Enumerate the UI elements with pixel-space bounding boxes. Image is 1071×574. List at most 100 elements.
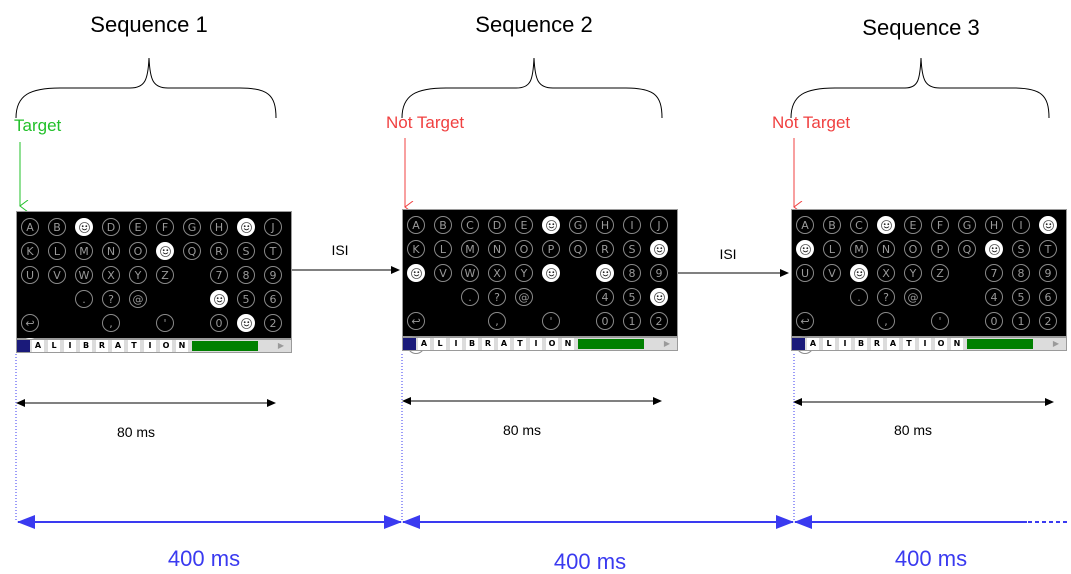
status-letter: I bbox=[64, 340, 76, 352]
speller-cell: P bbox=[931, 240, 949, 258]
speller-cell: A bbox=[21, 218, 39, 236]
status-letter: B bbox=[855, 338, 867, 350]
speller-cell: Y bbox=[904, 264, 922, 282]
speller-cell: J bbox=[650, 216, 668, 234]
speller-cell: ? bbox=[877, 288, 895, 306]
not-target-label-2: Not Target bbox=[386, 113, 464, 132]
status-letter: A bbox=[32, 340, 44, 352]
smiley-face-icon bbox=[650, 240, 668, 258]
speller-cell: H bbox=[210, 218, 228, 236]
speller-cell: 2 bbox=[650, 312, 668, 330]
speller-cell: O bbox=[515, 240, 533, 258]
status-letter: A bbox=[112, 340, 124, 352]
speller-cell: R bbox=[210, 242, 228, 260]
play-icon: ▶ bbox=[1052, 339, 1060, 348]
status-square bbox=[792, 338, 805, 350]
status-letter: R bbox=[871, 338, 883, 350]
status-letter: I bbox=[144, 340, 156, 352]
total-duration-2: 400 ms bbox=[554, 549, 626, 574]
speller-cell: . bbox=[461, 288, 479, 306]
smiley-face-icon bbox=[75, 218, 93, 236]
speller-cell: S bbox=[623, 240, 641, 258]
speller-cell: 8 bbox=[237, 266, 255, 284]
speller-cell: L bbox=[48, 242, 66, 260]
speller-cell: O bbox=[904, 240, 922, 258]
speller-cell: B bbox=[823, 216, 841, 234]
speller-cell: . bbox=[75, 290, 93, 308]
speller-cell: 0 bbox=[210, 314, 228, 332]
speller-cell: A bbox=[796, 216, 814, 234]
sequence-3-bracket bbox=[790, 57, 1050, 119]
speller-cell: 0 bbox=[596, 312, 614, 330]
speller-cell: F bbox=[156, 218, 174, 236]
sequence-2-bracket bbox=[401, 57, 663, 119]
status-letter: O bbox=[546, 338, 558, 350]
speller-cell: E bbox=[515, 216, 533, 234]
speller-cell: V bbox=[48, 266, 66, 284]
speller-cell: U bbox=[796, 264, 814, 282]
status-letter: N bbox=[176, 340, 188, 352]
speller-cell: 5 bbox=[237, 290, 255, 308]
status-letter: I bbox=[919, 338, 931, 350]
speller-cell: T bbox=[1039, 240, 1057, 258]
speller-cell: ' bbox=[931, 312, 949, 330]
smiley-face-icon bbox=[1039, 216, 1057, 234]
speller-cell: 1 bbox=[1012, 312, 1030, 330]
speller-cell: R bbox=[596, 240, 614, 258]
smiley-face-icon bbox=[596, 264, 614, 282]
speller-cell: 6 bbox=[264, 290, 282, 308]
speller-cell: C bbox=[461, 216, 479, 234]
speller-cell: G bbox=[569, 216, 587, 234]
speller-cell: W bbox=[75, 266, 93, 284]
smiley-face-icon bbox=[237, 314, 255, 332]
speller-cell: N bbox=[488, 240, 506, 258]
speller-cell: M bbox=[461, 240, 479, 258]
speller-cell: 2 bbox=[1039, 312, 1057, 330]
speller-cell: U bbox=[21, 266, 39, 284]
speller-cell: K bbox=[21, 242, 39, 260]
speller-cell: ↩ bbox=[407, 312, 425, 330]
speller-cell: 0 bbox=[985, 312, 1003, 330]
status-letter: R bbox=[96, 340, 108, 352]
speller-cell: Z bbox=[156, 266, 174, 284]
smiley-face-icon bbox=[850, 264, 868, 282]
status-letter: T bbox=[514, 338, 526, 350]
status-letter: I bbox=[530, 338, 542, 350]
status-letter: O bbox=[935, 338, 947, 350]
speller-cell: ↩ bbox=[796, 312, 814, 330]
speller-cell: Q bbox=[183, 242, 201, 260]
status-letter: N bbox=[562, 338, 574, 350]
status-letter: A bbox=[418, 338, 430, 350]
duration-label-3: 80 ms bbox=[894, 422, 932, 438]
smiley-face-icon bbox=[237, 218, 255, 236]
speller-cell: O bbox=[129, 242, 147, 260]
status-progress-fill bbox=[967, 339, 1033, 349]
speller-cell: L bbox=[434, 240, 452, 258]
speller-cell: B bbox=[48, 218, 66, 236]
speller-cell: G bbox=[958, 216, 976, 234]
target-label: Target bbox=[14, 116, 62, 135]
status-letter: L bbox=[823, 338, 835, 350]
speller-cell: 8 bbox=[623, 264, 641, 282]
speller-cell: V bbox=[823, 264, 841, 282]
speller-cell: H bbox=[596, 216, 614, 234]
speller-cell: E bbox=[129, 218, 147, 236]
not-target-label-3: Not Target bbox=[772, 113, 850, 132]
smiley-face-icon bbox=[407, 264, 425, 282]
speller-cell: E bbox=[904, 216, 922, 234]
speller-cell: , bbox=[877, 312, 895, 330]
smiley-face-icon bbox=[650, 288, 668, 306]
speller-cell: Q bbox=[958, 240, 976, 258]
speller-cell: 4 bbox=[596, 288, 614, 306]
speller-cell: M bbox=[75, 242, 93, 260]
status-progress-fill bbox=[192, 341, 258, 351]
duration-label-1: 80 ms bbox=[117, 424, 155, 440]
speller-cell: I bbox=[623, 216, 641, 234]
